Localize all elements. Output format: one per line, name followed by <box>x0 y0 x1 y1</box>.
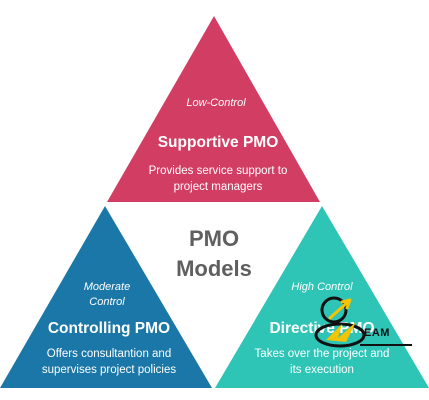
supportive-pmo-level: Low-Control <box>186 97 246 109</box>
logo-text: EAM <box>364 327 390 339</box>
supportive-pmo-title: Supportive PMO <box>158 134 279 151</box>
supportive-pmo-triangle <box>107 16 320 202</box>
logo-ring-icon <box>314 322 366 348</box>
directive-pmo-triangle <box>215 206 429 388</box>
directive-pmo-level: High Control <box>291 281 353 293</box>
center-title-line2: Models <box>176 256 252 281</box>
logo-arrow-icon <box>328 298 352 320</box>
controlling-pmo-title: Controlling PMO <box>48 320 170 337</box>
team-logo-watermark: EAM <box>314 296 412 348</box>
directive-pmo-desc-line1: Takes over the project and <box>255 348 390 360</box>
controlling-pmo-level-line1: Moderate <box>84 281 130 293</box>
logo-bolt-icon <box>326 322 356 342</box>
center-title-line1: PMO <box>189 226 239 251</box>
logo-circle-icon <box>320 296 348 324</box>
supportive-pmo-desc-line2: project managers <box>174 181 263 193</box>
controlling-pmo-triangle <box>0 206 212 388</box>
controlling-pmo-desc-line1: Offers consultantion and <box>47 348 171 360</box>
controlling-pmo-desc-line2: supervises project policies <box>42 364 176 376</box>
supportive-pmo-desc-line1: Provides service support to <box>149 165 288 177</box>
controlling-pmo-level-line2: Control <box>89 296 125 308</box>
directive-pmo-desc-line2: its execution <box>290 364 354 376</box>
